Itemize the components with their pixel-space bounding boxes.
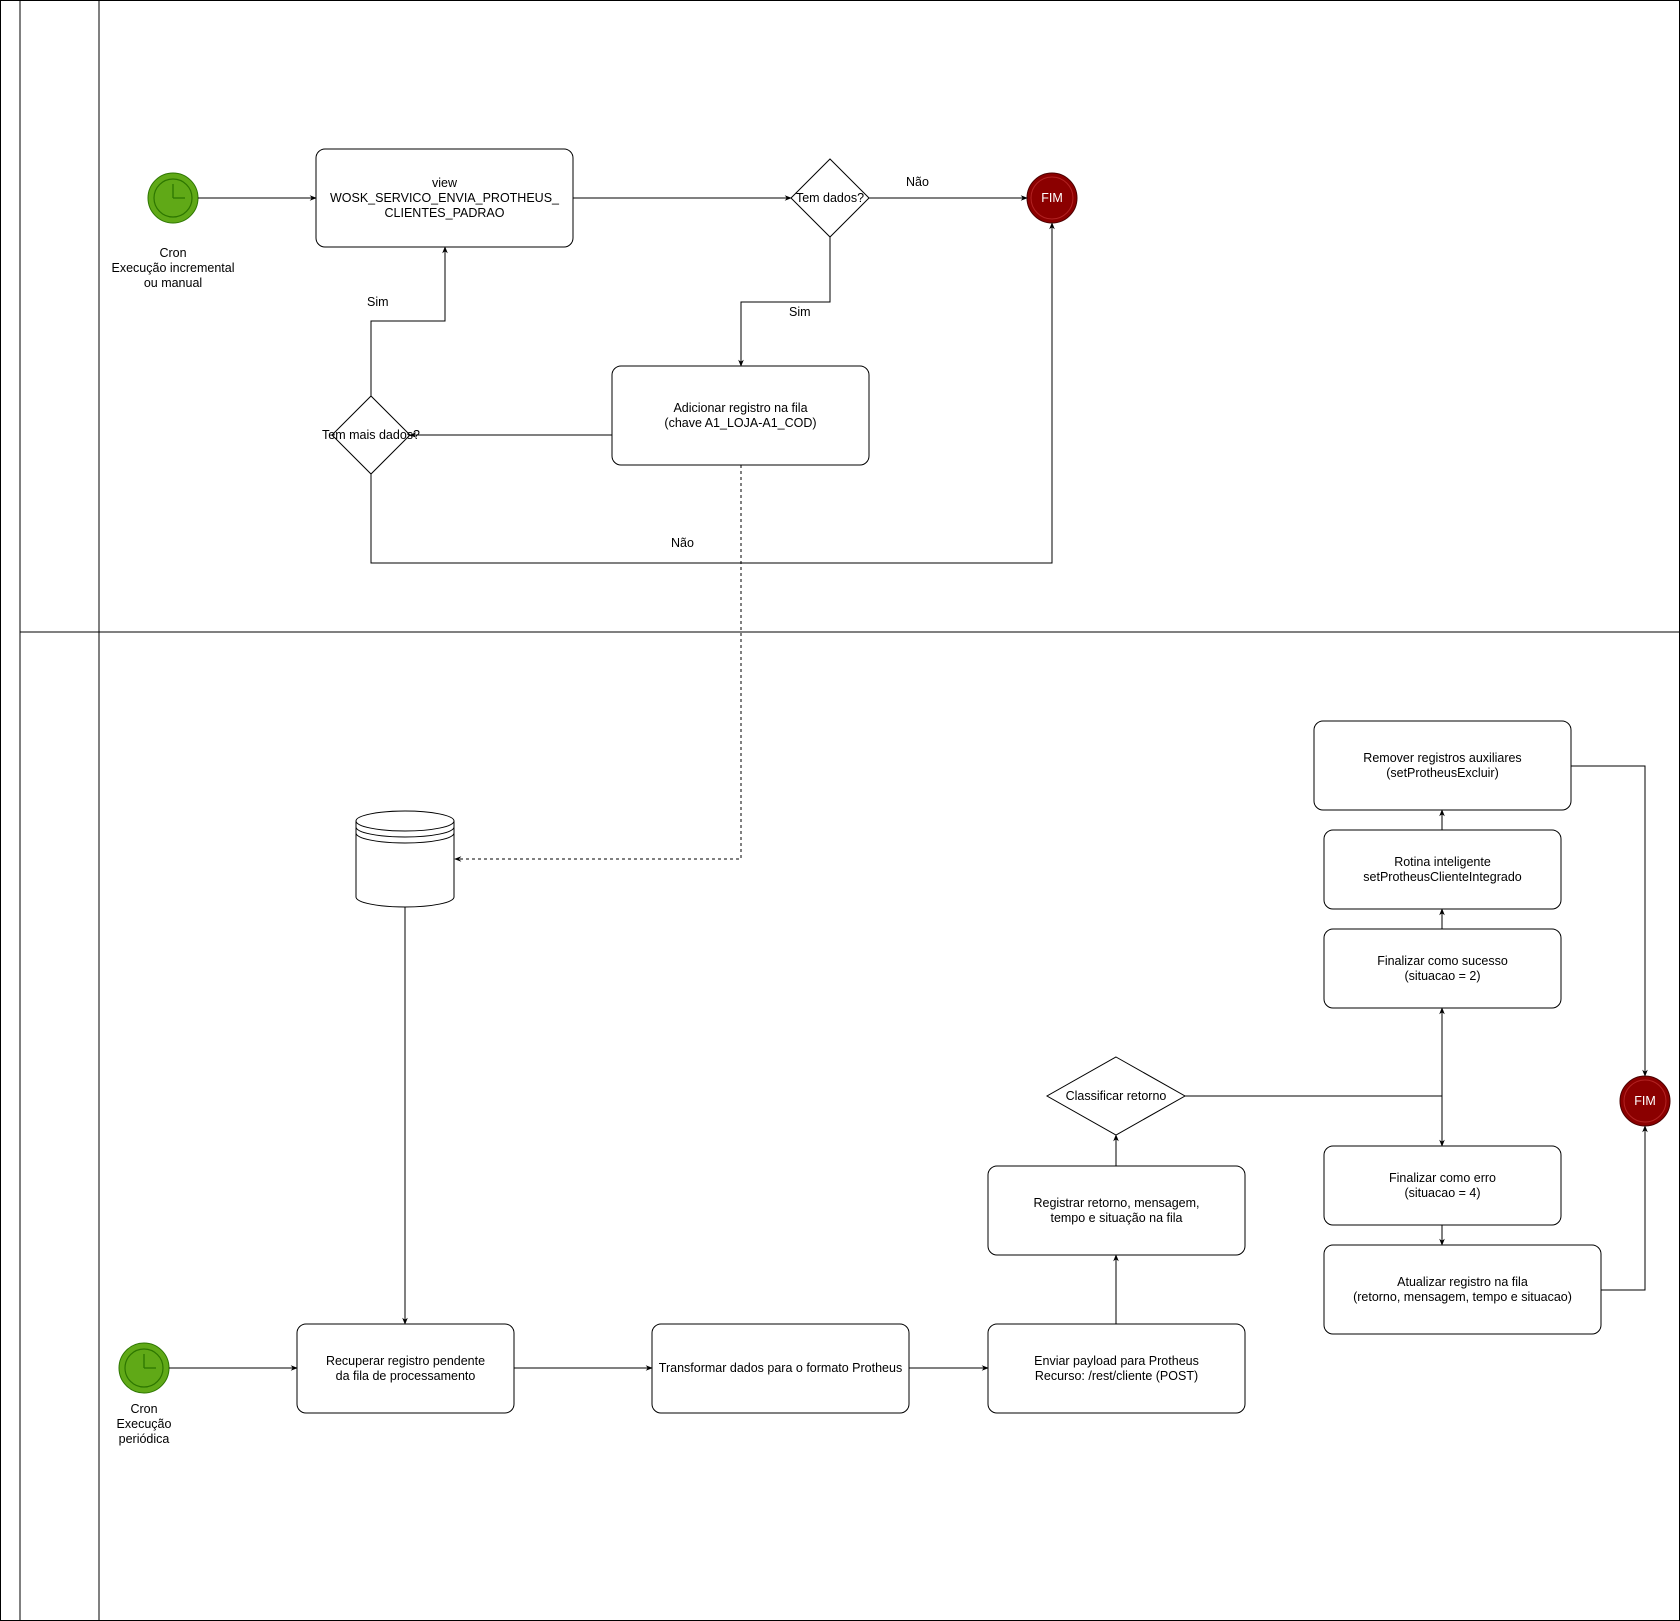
database-icon [355,810,455,908]
classify-gateway-label: Classificar retorno [1065,1088,1167,1103]
more-data-gateway-label: Tem mais dados? [322,427,420,442]
edge-more-to-view [370,246,448,396]
edge-add-to-database [454,465,742,862]
view-task-label: view WOSK_SERVICO_ENVIA_PROTHEUS_ CLIENT… [329,175,559,220]
edge-remove-to-end [1571,765,1648,1077]
edge-more-to-end [370,222,1055,564]
retrieve-task-label: Recuperar registro pendente da fila de p… [325,1353,486,1383]
start-event-top-label: Cron Execução incremental ou manual [111,246,235,290]
end-event-bottom-label: FIM [1634,1094,1656,1108]
send-task-label: Enviar payload para Protheus Recurso: /r… [1034,1353,1199,1383]
has-data-gateway-label: Tem dados? [795,190,865,205]
register-task-label: Registrar retorno, mensagem, tempo e sit… [1033,1195,1200,1225]
transform-task-label: Transformar dados para o formato Protheu… [658,1361,903,1375]
yes-label-2: Sim [367,295,389,309]
error-task-label: Finalizar como erro (situacao = 4) [1389,1170,1496,1200]
start-event-bottom [118,1342,170,1394]
add-queue-task-label: Adicionar registro na fila (chave A1_LOJ… [664,400,817,430]
end-event-top-label: FIM [1041,191,1063,205]
success-task-label: Finalizar como sucesso (situacao = 2) [1377,953,1508,983]
clock-icon [143,1354,156,1369]
start-event-top [147,172,199,224]
edge-update-to-end [1601,1125,1648,1291]
no-label-2: Não [671,536,694,550]
yes-label-1: Sim [789,305,811,319]
edge-gateway-to-add [738,237,831,367]
update-task-label: Atualizar registro na fila (retorno, men… [1353,1274,1572,1304]
remove-task-label: Remover registros auxiliares (setProtheu… [1363,750,1522,780]
start-event-bottom-label: Cron Execução periódica [116,1402,172,1446]
clock-icon [172,184,185,199]
no-label-1: Não [906,175,929,189]
smart-routine-task-label: Rotina inteligente setProtheusClienteInt… [1363,854,1522,884]
